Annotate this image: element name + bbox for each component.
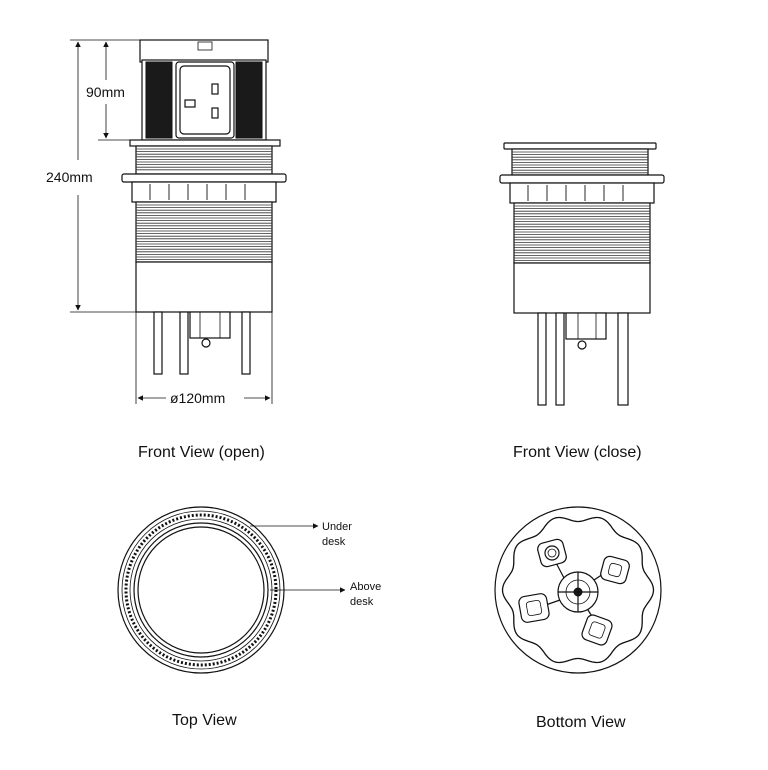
height-dimension [70, 39, 140, 313]
top-view-arrows [250, 523, 346, 593]
above-desk-label-1: Above [350, 581, 381, 593]
top-view [117, 506, 285, 674]
bottom-view [494, 506, 662, 674]
front-view-close [499, 142, 665, 406]
caption-front-close: Front View (close) [513, 444, 642, 461]
under-desk-label-1: Under [322, 521, 352, 533]
caption-bottom: Bottom View [536, 714, 626, 731]
above-desk-label-2: desk [350, 596, 374, 608]
popup-height-label: 90mm [86, 84, 125, 100]
diameter-dimension [135, 312, 273, 404]
front-view-open [121, 39, 287, 375]
caption-front-open: Front View (open) [138, 444, 265, 461]
diameter-label: ø120mm [170, 390, 225, 406]
caption-top: Top View [172, 712, 237, 729]
total-height-label: 240mm [46, 169, 93, 185]
under-desk-label-2: desk [322, 536, 346, 548]
